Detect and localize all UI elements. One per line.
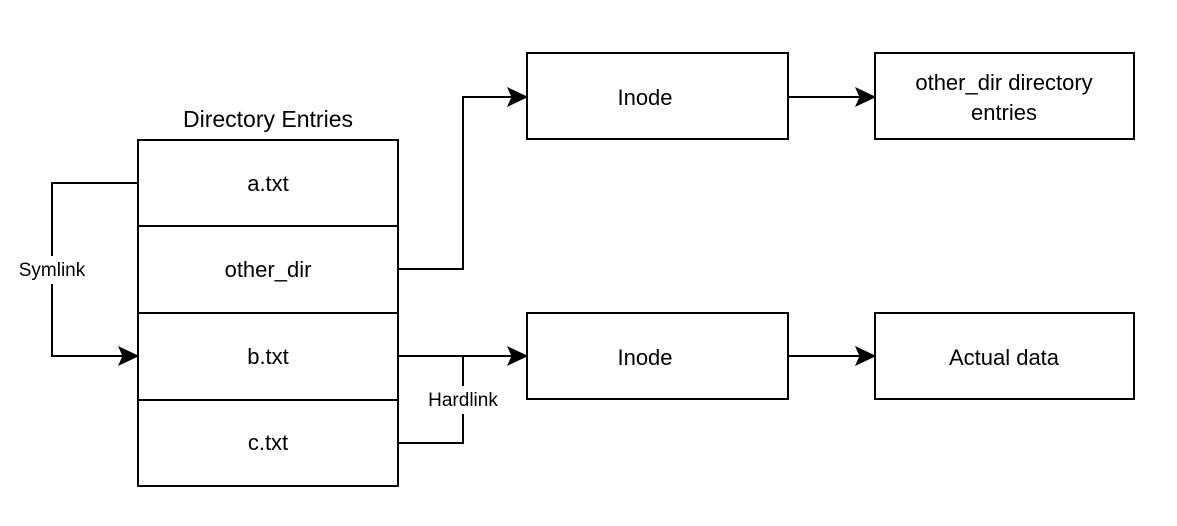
actual-data-box: Actual data — [874, 312, 1135, 400]
entry-other-dir-label: other_dir — [225, 257, 312, 282]
c-txt-hardlink-edge — [398, 356, 464, 444]
other-dir-entries-label-line2: entries — [971, 100, 1037, 125]
directory-entries-table: a.txt other_dir b.txt c.txt — [137, 139, 399, 487]
other-dir-entries-box: other_dir directory entries — [874, 52, 1135, 140]
bottom-inode-to-actual-data-arrowhead — [854, 345, 877, 367]
entry-c-txt: c.txt — [137, 399, 399, 487]
entry-c-txt-label: c.txt — [248, 430, 288, 455]
top-inode-to-dir-entries-arrowhead — [854, 86, 877, 108]
other-dir-to-inode-arrowhead — [506, 86, 529, 108]
entry-other-dir: other_dir — [137, 225, 399, 314]
symlink-label-group: Symlink — [10, 256, 94, 284]
symlink-arrowhead — [117, 345, 140, 367]
hardlink-label: Hardlink — [428, 390, 498, 411]
symlink-label: Symlink — [19, 260, 86, 281]
top-inode-to-dir-entries-edge — [788, 86, 877, 108]
bottom-inode-label: Inode — [617, 345, 672, 370]
b-txt-to-inode-arrowhead — [506, 345, 529, 367]
other-dir-entries-label-line1: other_dir directory — [915, 70, 1092, 95]
b-txt-to-inode-edge — [398, 345, 529, 367]
bottom-inode-to-actual-data-edge — [788, 345, 877, 367]
top-inode-label: Inode — [617, 85, 672, 110]
entry-a-txt: a.txt — [137, 139, 399, 227]
directory-entries-heading: Directory Entries — [183, 106, 353, 132]
top-inode-box: Inode — [526, 52, 789, 140]
actual-data-label: Actual data — [949, 345, 1060, 370]
entry-b-txt: b.txt — [137, 312, 399, 401]
entry-a-txt-label: a.txt — [247, 171, 289, 196]
entry-b-txt-label: b.txt — [247, 344, 289, 369]
hardlink-label-group: Hardlink — [419, 386, 507, 414]
bottom-inode-box: Inode — [526, 312, 789, 400]
other-dir-to-inode-edge — [398, 86, 529, 270]
